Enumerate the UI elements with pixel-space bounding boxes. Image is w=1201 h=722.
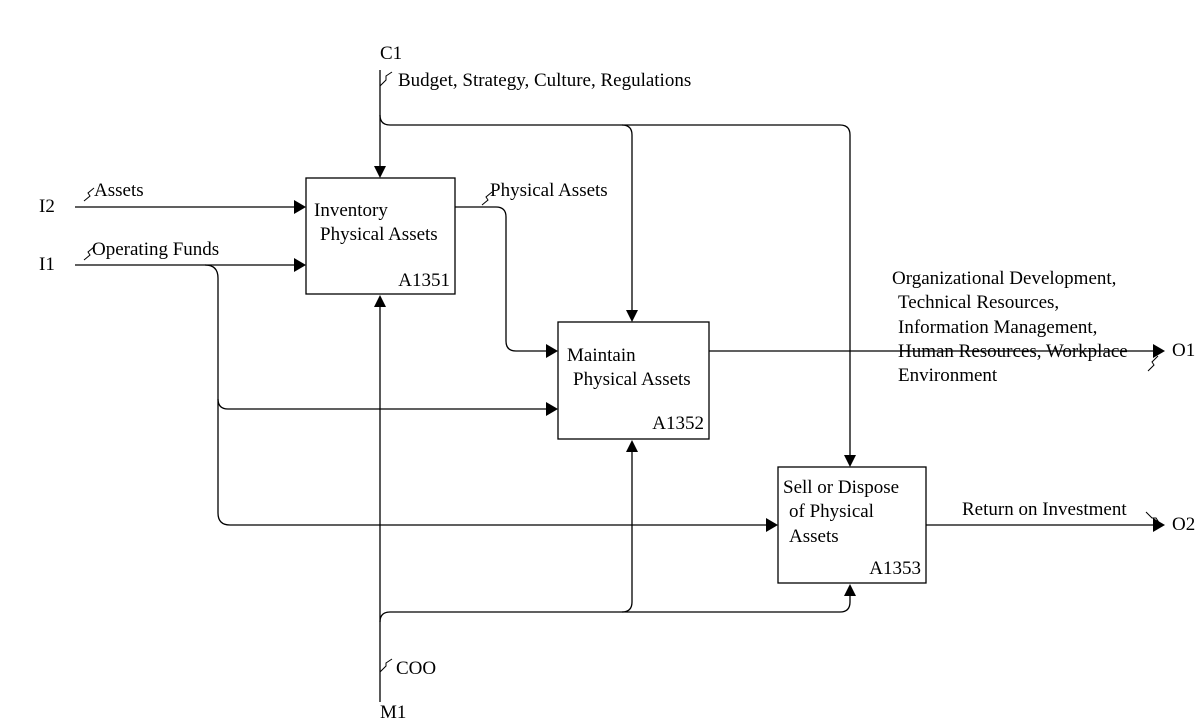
- squiggle-controls: [379, 71, 393, 87]
- label-o1-line-5: Environment: [898, 365, 998, 386]
- icom-m1: M1: [380, 702, 406, 722]
- arrowhead-o2: [1153, 518, 1165, 532]
- arrowhead-phys-a1352: [546, 344, 558, 358]
- arrowhead-i1-a1351: [294, 258, 306, 272]
- box-a1353-node: A1353: [869, 558, 921, 579]
- arrowhead-c1-a1353: [844, 455, 856, 467]
- label-o1-line-2: Technical Resources,: [898, 292, 1059, 313]
- label-o1-line-4: Human Resources, Workplace: [898, 341, 1128, 362]
- icom-o2: O2: [1172, 514, 1195, 535]
- label-assets: Assets: [94, 180, 144, 201]
- control-arrow-c1-to-a1352: [621, 124, 633, 313]
- arrowhead-i1-a1353: [766, 518, 778, 532]
- label-controls: Budget, Strategy, Culture, Regulations: [398, 70, 691, 91]
- box-a1353-line-1: Sell or Dispose: [783, 477, 899, 498]
- arrowhead-c1-a1351: [374, 166, 386, 178]
- squiggle-physical-assets: [481, 191, 493, 206]
- arrowhead-m1-a1352: [626, 440, 638, 452]
- box-a1352-line-2: Physical Assets: [573, 369, 691, 390]
- icom-i2: I2: [39, 196, 55, 217]
- label-coo: COO: [396, 658, 436, 679]
- squiggle-o1: [1147, 355, 1159, 372]
- control-branch-c1: [379, 114, 851, 458]
- squiggle-assets: [83, 187, 95, 202]
- label-physical-assets: Physical Assets: [490, 180, 608, 201]
- input-branch-operating-funds-a1353: [217, 399, 769, 526]
- box-a1351-node: A1351: [398, 270, 450, 291]
- arrowhead-i2-a1351: [294, 200, 306, 214]
- box-a1352-line-1: Maintain: [567, 345, 636, 366]
- label-o1-line-1: Organizational Development,: [892, 268, 1116, 289]
- box-a1352-node: A1352: [652, 413, 704, 434]
- label-return-on-investment: Return on Investment: [962, 499, 1127, 520]
- icom-i1: I1: [39, 254, 55, 275]
- squiggle-coo: [379, 658, 393, 673]
- mechanism-arrow-m1-to-a1352: [621, 449, 633, 613]
- squiggle-roi: [1145, 511, 1161, 525]
- arrowhead-o1: [1153, 344, 1165, 358]
- label-o1-line-3: Information Management,: [898, 317, 1097, 338]
- box-a1351-line-1: Inventory: [314, 200, 388, 221]
- box-a1351-line-2: Physical Assets: [320, 224, 438, 245]
- squiggle-operating-funds: [83, 246, 95, 261]
- arrowhead-c1-a1352: [626, 310, 638, 322]
- activity-box-a1353[interactable]: Sell or Dispose of Physical Assets A1353: [777, 466, 927, 584]
- box-a1353-line-2: of Physical: [789, 501, 874, 522]
- icom-o1: O1: [1172, 340, 1195, 361]
- label-roi-group: Return on Investment: [962, 499, 1127, 520]
- label-o1-group: Organizational Development, Technical Re…: [892, 268, 1128, 386]
- activity-box-a1351[interactable]: Inventory Physical Assets A1351: [305, 177, 456, 295]
- arrowhead-i1-a1352: [546, 402, 558, 416]
- activity-box-a1352[interactable]: Maintain Physical Assets A1352: [557, 321, 710, 440]
- arrowhead-m1-a1351: [374, 295, 386, 307]
- icom-c1: C1: [380, 43, 402, 64]
- arrow-physical-assets: [455, 206, 549, 352]
- arrowhead-m1-a1353: [844, 584, 856, 596]
- mechanism-branch-m1: [379, 593, 851, 623]
- label-operating-funds: Operating Funds: [92, 239, 219, 260]
- box-a1353-line-3: Assets: [789, 526, 839, 547]
